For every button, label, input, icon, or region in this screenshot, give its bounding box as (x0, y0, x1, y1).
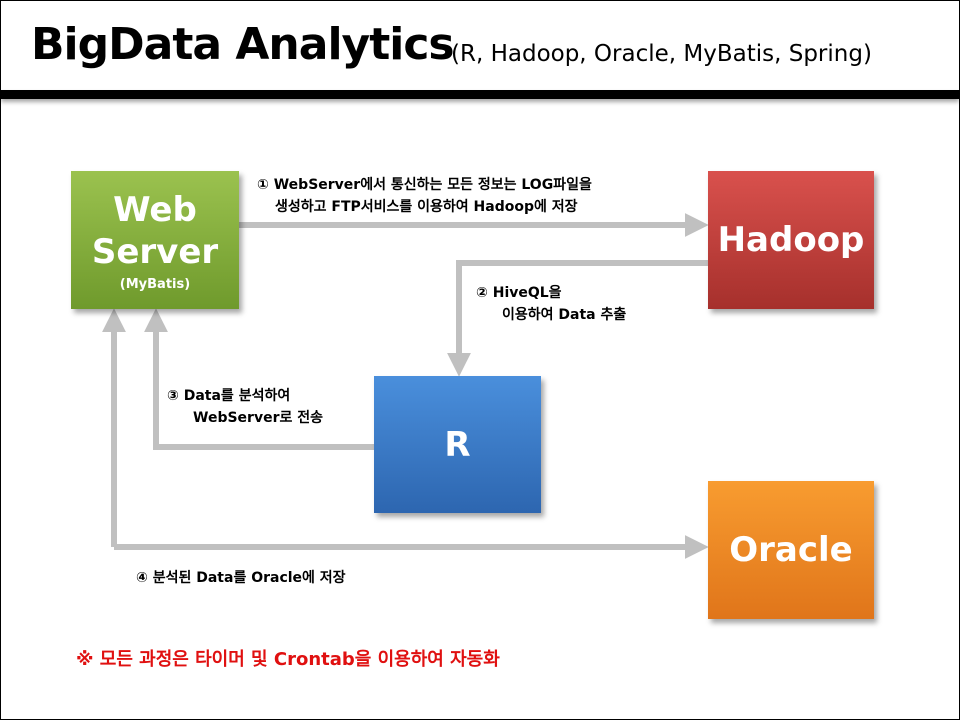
node-oracle-label: Oracle (729, 530, 853, 570)
node-r-label: R (444, 424, 471, 465)
node-hadoop: Hadoop (708, 171, 874, 309)
node-web-label-2: Server (91, 231, 219, 272)
header-divider (1, 90, 959, 99)
node-hadoop-label: Hadoop (717, 220, 865, 260)
node-web-label-1: Web (113, 189, 197, 230)
step-1-line-2: 생성하고 FTP서비스를 이용하여 Hadoop에 저장 (275, 199, 578, 215)
step-2-label: ② HiveQL을 이용하여 Data 추출 (476, 282, 626, 326)
page-subtitle: (R, Hadoop, Oracle, MyBatis, Spring) (451, 41, 872, 67)
step-3-line-2: WebServer로 전송 (193, 410, 323, 426)
step-3-label: ③ Data를 분석하여 WebServer로 전송 (167, 385, 323, 429)
page-title: BigData Analytics (31, 19, 455, 70)
step-2-line-1: ② HiveQL을 (476, 285, 562, 301)
node-r: R (374, 376, 541, 513)
step-1-line-1: ① WebServer에서 통신하는 모든 정보는 LOG파일을 (257, 177, 592, 193)
step-2-line-2: 이용하여 Data 추출 (502, 307, 627, 323)
automation-note: ※ 모든 과정은 타이머 및 Crontab을 이용하여 자동화 (76, 649, 500, 670)
node-oracle: Oracle (708, 481, 874, 619)
node-web-server: Web Server (MyBatis) (71, 171, 239, 309)
header: BigData Analytics (R, Hadoop, Oracle, My… (1, 1, 959, 89)
arrow-r-to-web (144, 308, 374, 450)
step-3-line-1: ③ Data를 분석하여 (167, 388, 291, 404)
step-1-label: ① WebServer에서 통신하는 모든 정보는 LOG파일을 생성하고 FT… (257, 174, 592, 218)
node-web-sub: (MyBatis) (119, 276, 191, 292)
arrow-hadoop-to-r (447, 260, 708, 377)
step-4-label: ④ 분석된 Data를 Oracle에 저장 (136, 570, 346, 586)
